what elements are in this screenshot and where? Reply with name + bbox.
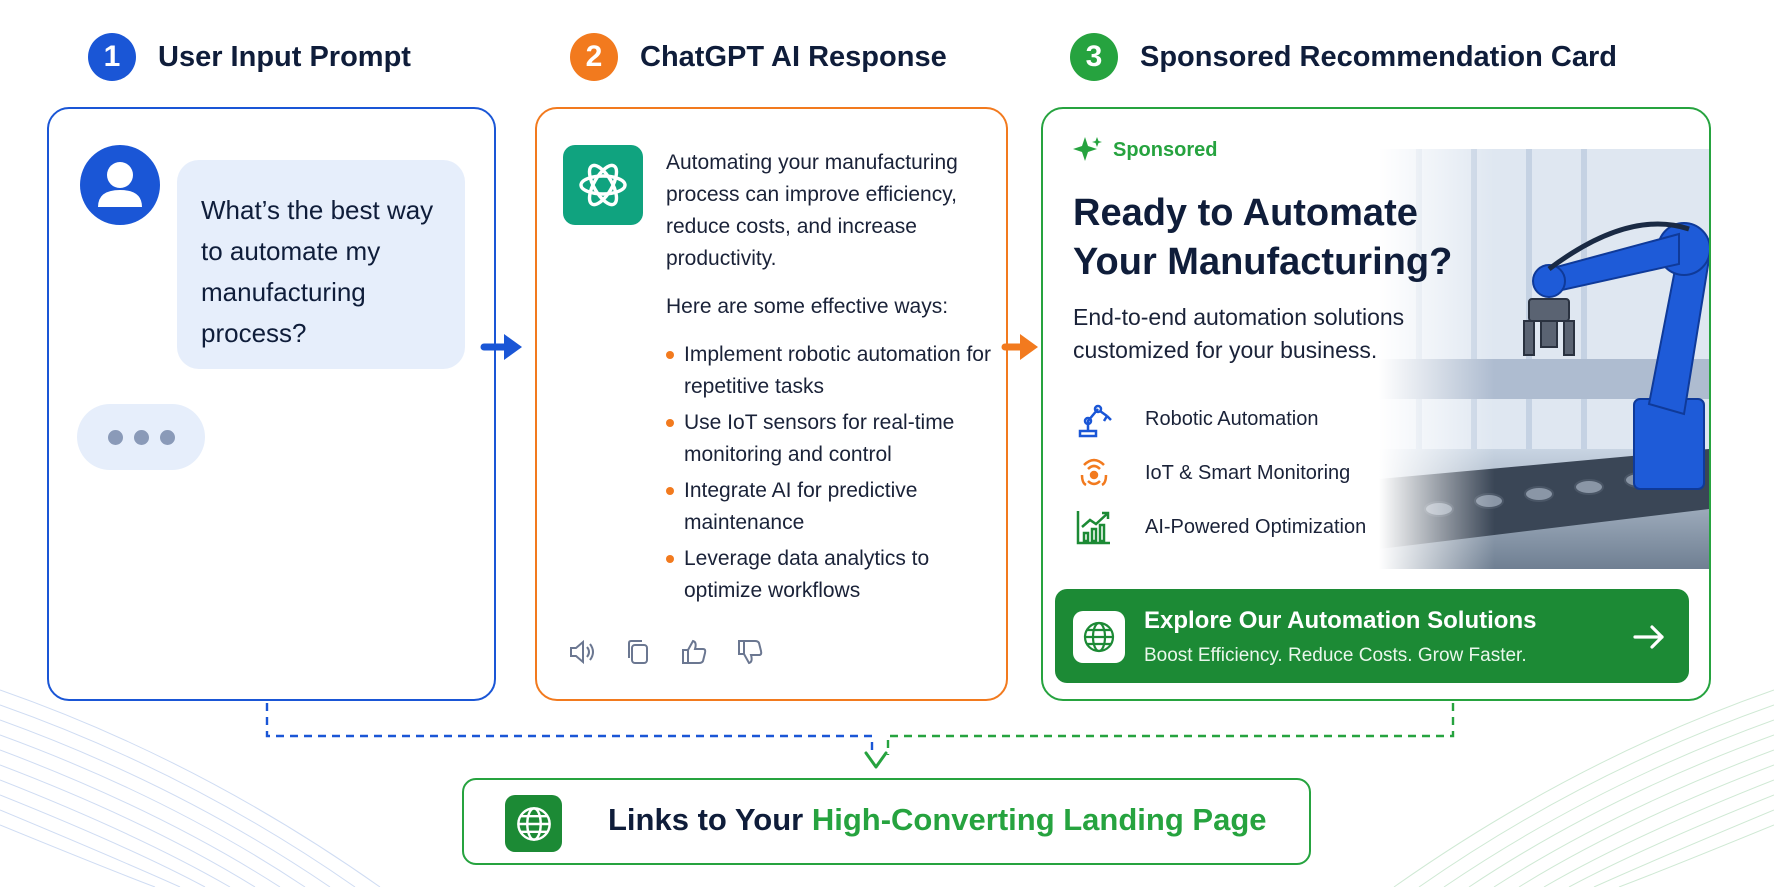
list-item: Integrate AI for predictive maintenance xyxy=(666,475,996,539)
step-3-number: 3 xyxy=(1070,33,1118,81)
landing-text-prefix: Links to Your xyxy=(608,802,812,837)
thumbs-down-icon[interactable] xyxy=(732,634,768,670)
landing-page-link[interactable]: Links to Your High-Converting Landing Pa… xyxy=(462,778,1311,865)
prompt-line: What’s the best way xyxy=(201,195,434,225)
sparkle-icon xyxy=(1073,137,1102,161)
ai-bullet-list: Implement robotic automation for repetit… xyxy=(666,339,996,611)
list-item: Implement robotic automation for repetit… xyxy=(666,339,996,403)
prompt-line: to automate my xyxy=(201,236,381,266)
prompt-line: process? xyxy=(201,318,307,348)
chevron-down-icon xyxy=(864,751,888,769)
list-item: Leverage data analytics to optimize work… xyxy=(666,543,996,607)
feature-iot-monitoring: IoT & Smart Monitoring xyxy=(1073,452,1350,494)
landing-text-highlight: High-Converting Landing Page xyxy=(811,802,1267,837)
sponsored-card-panel: Sponsored Ready to Automate Your Manufac… xyxy=(1041,107,1711,701)
ai-action-bar xyxy=(564,634,768,670)
bullet-text: Leverage data analytics to optimize work… xyxy=(684,547,930,602)
iot-signal-icon xyxy=(1073,452,1115,494)
bullet-text: Implement robotic automation for repetit… xyxy=(684,343,991,398)
explore-solutions-button[interactable]: Explore Our Automation Solutions Boost E… xyxy=(1055,589,1689,683)
step-3-title: Sponsored Recommendation Card xyxy=(1140,40,1617,73)
arrow-right-icon xyxy=(1631,619,1667,660)
feature-label: IoT & Smart Monitoring xyxy=(1145,461,1351,484)
step-1-number: 1 xyxy=(88,33,136,81)
list-item: Use IoT sensors for real-time monitoring… xyxy=(666,407,996,471)
robot-arm-icon xyxy=(1073,398,1115,440)
factory-robot-image xyxy=(1379,149,1709,569)
bullet-text: Integrate AI for predictive maintenance xyxy=(684,479,918,534)
step-2-title: ChatGPT AI Response xyxy=(640,40,947,73)
prompt-line: manufacturing xyxy=(201,277,366,307)
feature-label: AI-Powered Optimization xyxy=(1145,515,1367,538)
sponsored-label: Sponsored xyxy=(1113,138,1218,161)
feature-ai-optimization: AI-Powered Optimization xyxy=(1073,506,1366,548)
sponsored-tag: Sponsored xyxy=(1073,135,1217,165)
copy-icon[interactable] xyxy=(620,634,656,670)
arrow-right-icon xyxy=(1001,334,1038,360)
bullet-text: Use IoT sensors for real-time monitoring… xyxy=(684,411,955,466)
step-2-header: 2 ChatGPT AI Response xyxy=(570,30,947,84)
globe-icon xyxy=(1073,611,1125,663)
thumbs-up-icon[interactable] xyxy=(676,634,712,670)
ai-response-panel: Automating your manufacturing process ca… xyxy=(535,107,1008,701)
ad-subtitle: End-to-end automation solutions customiz… xyxy=(1073,304,1405,363)
globe-icon xyxy=(505,795,562,852)
step-2-number: 2 xyxy=(570,33,618,81)
user-input-panel: What’s the best way to automate my manuf… xyxy=(47,107,496,701)
chatgpt-logo-icon xyxy=(563,145,643,225)
landing-page-text: Links to Your High-Converting Landing Pa… xyxy=(608,802,1267,838)
step-3-header: 3 Sponsored Recommendation Card xyxy=(1070,30,1617,84)
step-1-title: User Input Prompt xyxy=(158,40,411,73)
cta-subtitle: Boost Efficiency. Reduce Costs. Grow Fas… xyxy=(1144,645,1527,666)
feature-label: Robotic Automation xyxy=(1145,407,1319,430)
feature-robotic-automation: Robotic Automation xyxy=(1073,398,1318,440)
typing-dots-icon xyxy=(77,404,205,470)
user-icon xyxy=(80,145,160,225)
user-prompt-bubble: What’s the best way to automate my manuf… xyxy=(177,160,465,369)
step-1-header: 1 User Input Prompt xyxy=(88,30,411,84)
ad-title: Ready to Automate Your Manufacturing? xyxy=(1073,192,1453,283)
speaker-icon[interactable] xyxy=(564,634,600,670)
ai-intro-text: Automating your manufacturing process ca… xyxy=(666,151,958,270)
cta-title: Explore Our Automation Solutions xyxy=(1144,607,1537,634)
growth-chart-icon xyxy=(1073,506,1115,548)
ai-lead-text: Here are some effective ways: xyxy=(666,295,949,318)
